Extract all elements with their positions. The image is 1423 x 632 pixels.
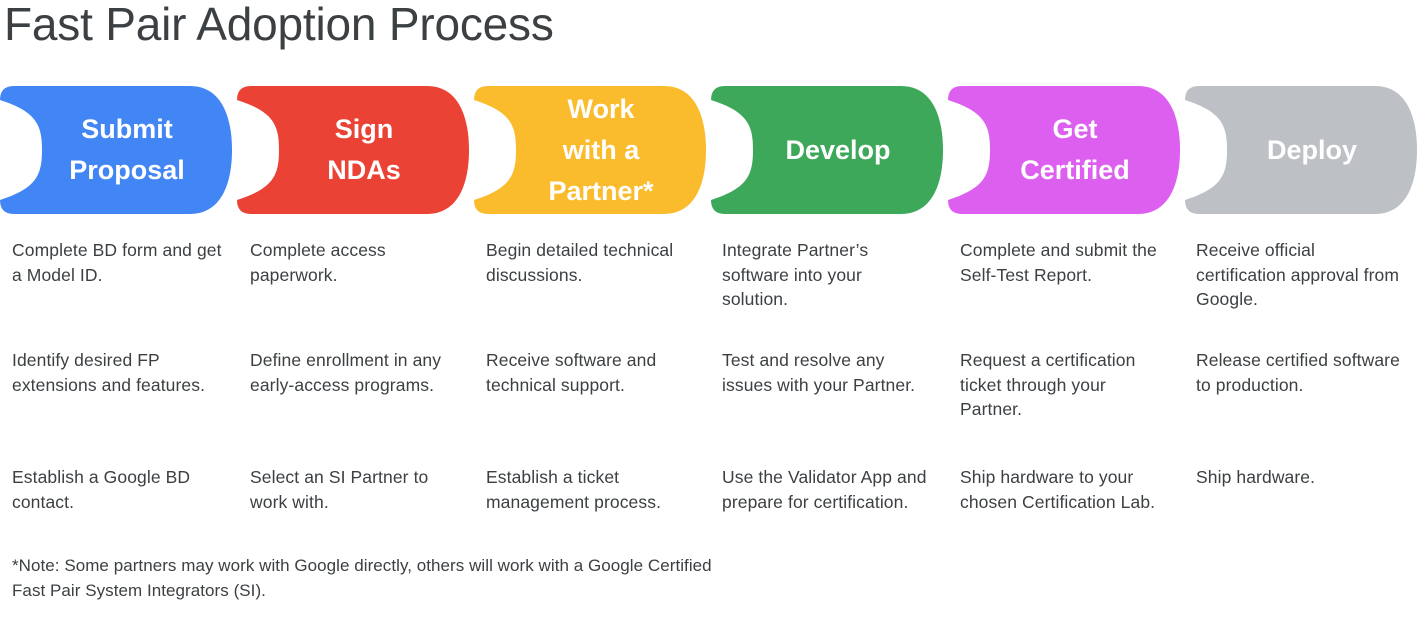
chevron-shape-icon [948, 86, 1180, 214]
detail-item: Ship hardware to your chosen Certificati… [960, 467, 1156, 512]
detail-item: Define enrollment in any early-access pr… [250, 350, 442, 395]
detail-item: Test and resolve any issues with your Pa… [722, 350, 916, 395]
chevron-shape-icon [474, 86, 706, 214]
detail-item: Complete BD form and get a Model ID. [12, 240, 222, 285]
detail-item: Establish a Google BD contact. [12, 467, 191, 512]
detail-columns: Complete BD form and get a Model ID. Iden… [0, 238, 1423, 538]
detail-item: Complete and submit the Self-Test Report… [960, 240, 1157, 285]
detail-item: Select an SI Partner to work with. [250, 467, 429, 512]
page-title: Fast Pair Adoption Process [4, 0, 554, 50]
process-step-develop[interactable]: Develop [711, 86, 943, 214]
detail-item: Establish a ticket management process. [486, 467, 662, 512]
chevron-shape-icon [1185, 86, 1417, 214]
detail-item: Release certified software to production… [1196, 350, 1400, 395]
footnote-text: *Note: Some partners may work with Googl… [12, 556, 712, 600]
detail-item: Ship hardware. [1196, 467, 1316, 487]
detail-item: Request a certification ticket through y… [960, 350, 1136, 419]
chevron-shape-icon [237, 86, 469, 214]
chevron-shape-icon [711, 86, 943, 214]
detail-item: Use the Validator App and prepare for ce… [722, 467, 927, 512]
detail-item: Integrate Partner’s software into your s… [722, 240, 869, 309]
process-step-deploy[interactable]: Deploy [1185, 86, 1417, 214]
detail-item: Begin detailed technical discussions. [486, 240, 674, 285]
detail-item: Identify desired FP extensions and featu… [12, 350, 206, 395]
chevron-shape-icon [0, 86, 232, 214]
detail-item: Complete access paperwork. [250, 240, 386, 285]
detail-item: Receive official certification approval … [1196, 240, 1400, 309]
detail-item: Receive software and technical support. [486, 350, 657, 395]
